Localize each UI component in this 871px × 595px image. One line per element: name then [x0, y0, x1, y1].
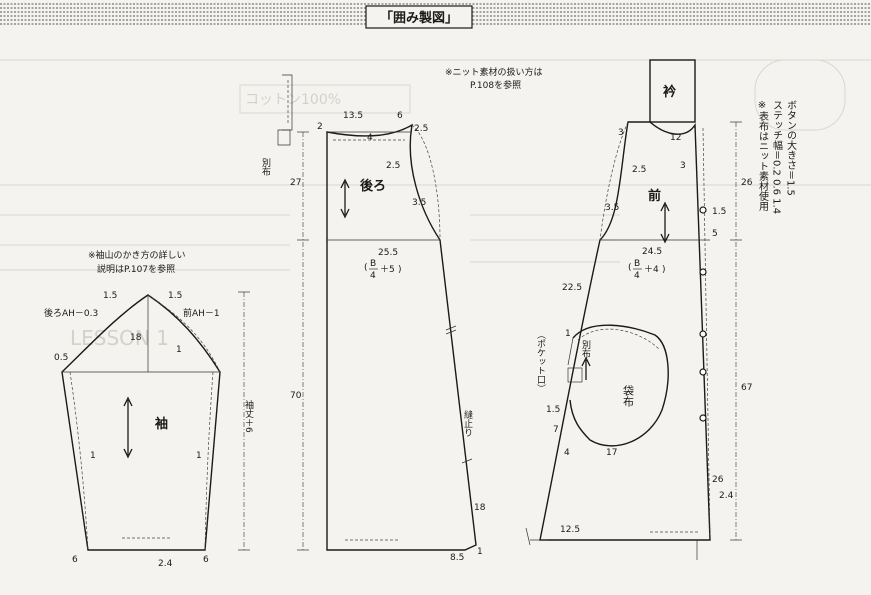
back-stop-label: 縫止り: [462, 409, 473, 437]
background-print-through: コットン100% LESSON 1: [0, 59, 871, 350]
sleeve-m-1a: 1: [176, 345, 182, 355]
ghost-block-text: LESSON 1: [70, 326, 169, 350]
front-m-4: 4: [564, 448, 570, 458]
back-m-25b: 2.5: [386, 161, 400, 171]
knit-note-line1: ※ニット素材の扱い方は: [445, 66, 543, 78]
sleeve-back-ah: 後ろAH－0.3: [44, 307, 98, 319]
back-formula-top: B: [370, 259, 376, 269]
page-title: 「囲み製図」: [380, 10, 458, 26]
front-m-17: 17: [606, 448, 617, 458]
sleeve-m-05: 0.5: [54, 353, 68, 363]
front-formula-num: 24.5: [642, 247, 662, 257]
front-label: 前: [648, 188, 661, 204]
sleeve-m-6b: 6: [203, 555, 209, 565]
front-m-225: 22.5: [562, 283, 582, 293]
sleeve-front-ah: 前AH－1: [183, 307, 220, 319]
front-m-12: 12: [670, 133, 681, 143]
front-m-3b: 3: [680, 161, 686, 171]
back-facing-label: 別布: [260, 158, 271, 177]
back-formula-open: (: [364, 263, 368, 273]
back-m-1: 1: [477, 547, 483, 557]
sleeve-length-label: 袖丈＋6: [243, 399, 254, 433]
front-formula-open: (: [628, 263, 632, 273]
back-m-27: 27: [290, 178, 301, 188]
back-m-2: 2: [317, 122, 323, 132]
front-m-15a: 1.5: [712, 207, 726, 217]
front-m-35: 3.5: [605, 203, 619, 213]
sleeve-m-18: 18: [130, 333, 142, 343]
front-m-1: 1: [565, 329, 571, 339]
back-m-85: 8.5: [450, 553, 464, 563]
collar-label: 衿: [663, 84, 676, 100]
notes: ※ニット素材の扱い方は P.108を参照 ※袖山のかき方の詳しい 説明はP.10…: [88, 66, 797, 275]
back-m-4: 4: [367, 133, 373, 143]
pocket-opening-label: （ポケット口）: [535, 330, 546, 393]
cap-note-line1: ※袖山のかき方の詳しい: [88, 249, 186, 261]
fabric-note: ※表布はニット素材使用: [757, 100, 769, 212]
back-formula-tail: ＋5: [380, 264, 395, 275]
back-pattern: 別布 後ろ 25.5 ( B 4 ＋5 ) 2 13.5 6 4 2.5 2.5…: [260, 74, 486, 563]
back-m-70: 70: [290, 391, 302, 401]
sleeve-pattern: 袖 袖丈＋6 後ろAH－0.3 前AH－1 1.5 1.5 18 0.5 1 1…: [44, 291, 254, 569]
front-m-25: 2.5: [632, 165, 646, 175]
sleeve-m-24: 2.4: [158, 559, 173, 569]
front-m-3a: 3: [618, 128, 624, 138]
ghost-banner-text: コットン100%: [245, 92, 341, 108]
front-m-67: 67: [741, 383, 752, 393]
front-formula-close: ): [662, 265, 666, 275]
back-formula-bot: 4: [370, 271, 376, 281]
front-formula-bot: 4: [634, 271, 640, 281]
stitch-width-note: ステッチ幅＝0.2 0.6 1.4: [771, 100, 783, 214]
sleeve-m-15b: 1.5: [168, 291, 182, 301]
sleeve-m-15a: 1.5: [103, 291, 117, 301]
sleeve-m-6a: 6: [72, 555, 78, 565]
back-m-18: 18: [474, 503, 486, 513]
front-m-26b: 26: [712, 475, 724, 485]
back-formula-close: ): [398, 265, 402, 275]
button-size-note: ボタンの大きさ＝1.5: [785, 100, 797, 196]
back-m-6: 6: [397, 111, 403, 121]
back-m-35: 3.5: [412, 198, 426, 208]
front-m-24: 2.4: [719, 491, 734, 501]
knit-note-line2: P.108を参照: [470, 79, 521, 91]
back-label: 後ろ: [360, 178, 386, 194]
back-m-25a: 2.5: [414, 124, 428, 134]
sleeve-m-1c: 1: [196, 451, 202, 461]
front-formula-tail: ＋4: [644, 264, 659, 275]
front-m-125: 12.5: [560, 525, 580, 535]
front-m-5: 5: [712, 229, 718, 239]
pocket-facing-label: 別布: [580, 340, 591, 359]
pocket-bag-label: 袋布: [622, 384, 635, 408]
front-m-15b: 1.5: [546, 405, 560, 415]
back-formula-num: 25.5: [378, 248, 398, 258]
cap-note-line2: 説明はP.107を参照: [97, 263, 175, 275]
sleeve-m-1b: 1: [90, 451, 96, 461]
front-pattern: 衿 前 24.5 ( B 4 ＋4 ): [525, 59, 753, 560]
front-m-26a: 26: [741, 178, 753, 188]
sleeve-label: 袖: [155, 416, 168, 432]
header: 「囲み製図」: [0, 3, 871, 29]
back-m-135: 13.5: [343, 111, 363, 121]
front-m-7: 7: [553, 425, 559, 435]
front-formula-top: B: [634, 259, 640, 269]
